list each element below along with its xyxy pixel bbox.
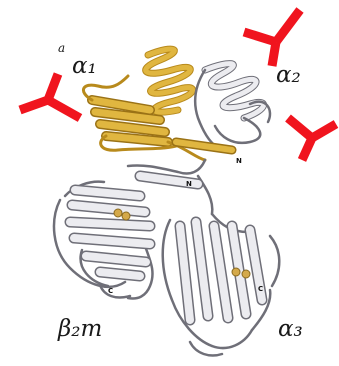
beta2m-label: β₂m bbox=[58, 318, 102, 341]
alpha3-label: α₃ bbox=[278, 318, 303, 341]
glycan-marker-icon bbox=[288, 118, 336, 160]
n-terminus-gold-label: N bbox=[236, 158, 242, 165]
glycan-marker-icon bbox=[20, 74, 80, 118]
footnote-marker: a bbox=[58, 42, 65, 54]
glycan-marker-icon bbox=[244, 10, 300, 66]
alpha1-label: α₁ bbox=[72, 55, 97, 78]
alpha2-label: α₂ bbox=[276, 64, 301, 87]
alpha2-domain bbox=[176, 64, 270, 150]
c-terminus-beta2m-label: C bbox=[108, 288, 113, 295]
c-terminus-alpha3-label: C bbox=[258, 286, 263, 293]
n-terminus-white-label: N bbox=[186, 181, 192, 188]
